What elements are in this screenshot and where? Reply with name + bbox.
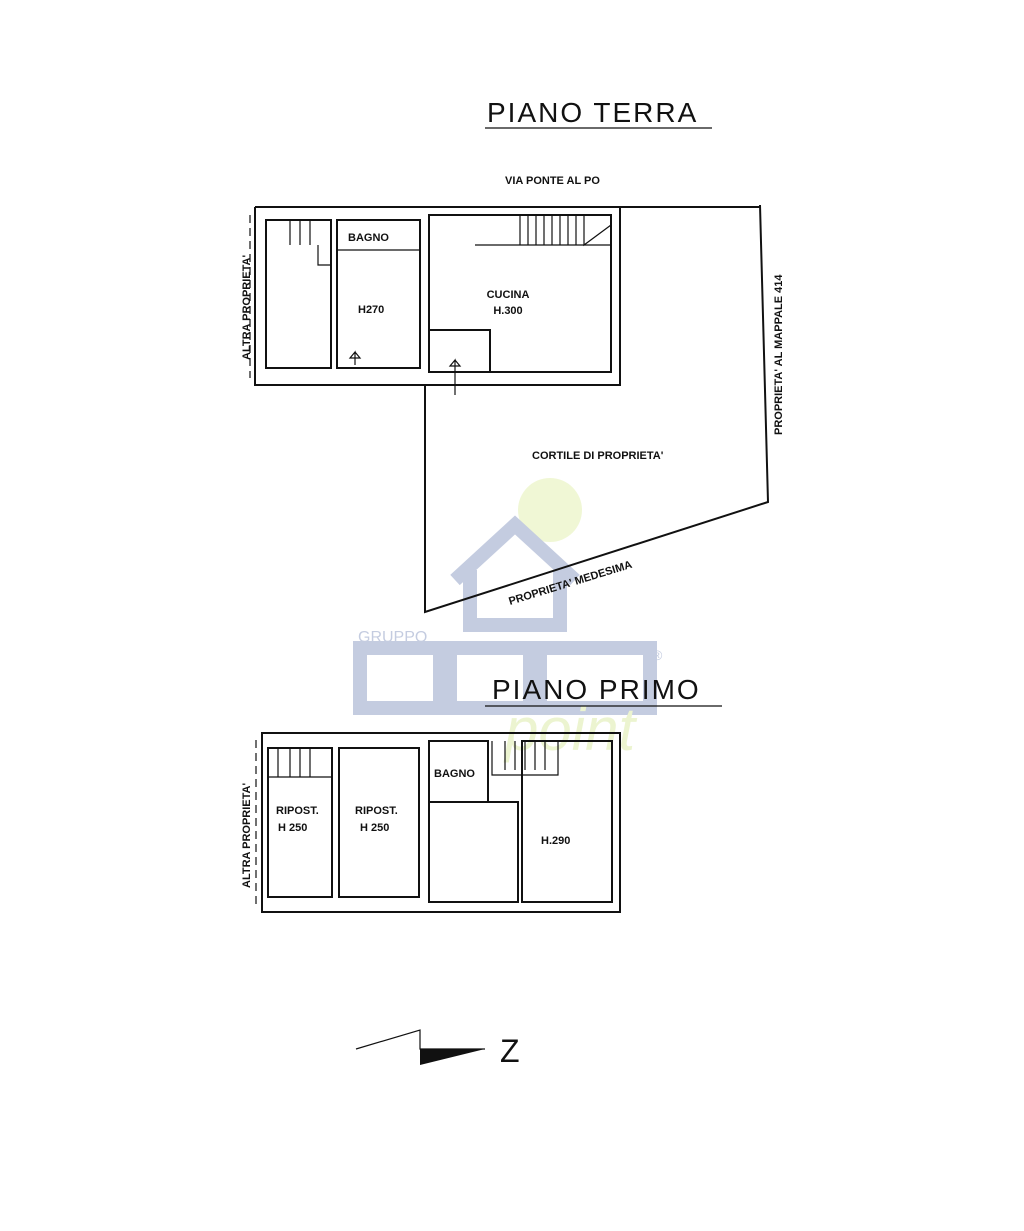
- first-left-boundary-label: ALTRA PROPRIETA': [241, 783, 253, 888]
- right-boundary-label: PROPRIETA' AL MAPPALE 414: [773, 274, 785, 435]
- ripost1-label: RIPOST.: [276, 805, 319, 817]
- courtyard-label: CORTILE DI PROPRIETA': [532, 450, 664, 462]
- left-boundary-label: ALTRA PROPRIETA': [241, 255, 253, 360]
- bagno-label: BAGNO: [348, 232, 389, 244]
- first-floor-title: PIANO PRIMO: [492, 674, 701, 705]
- cucina-height-label: H.300: [493, 305, 522, 317]
- courtyard: [424, 204, 770, 614]
- first-room-height: H.290: [541, 835, 570, 847]
- watermark-registered: ®: [652, 647, 663, 663]
- first-floor-walls: [255, 732, 621, 913]
- first-bagno-label: BAGNO: [434, 768, 475, 780]
- ripost2-height: H 250: [360, 822, 389, 834]
- ground-floor-walls: [249, 206, 760, 395]
- ripost2-label: RIPOST.: [355, 805, 398, 817]
- cucina-label: CUCINA: [487, 289, 530, 301]
- watermark-group: GRUPPO: [358, 629, 427, 646]
- street-label: VIA PONTE AL PO: [505, 175, 600, 187]
- ripost1-height: H 250: [278, 822, 307, 834]
- ground-floor-title: PIANO TERRA: [487, 97, 698, 128]
- north-arrow-icon: [355, 1029, 485, 1065]
- north-label: Z: [500, 1033, 520, 1069]
- watermark-logo: GRUPPO point ®: [353, 478, 663, 763]
- room-height-label: H270: [358, 304, 384, 316]
